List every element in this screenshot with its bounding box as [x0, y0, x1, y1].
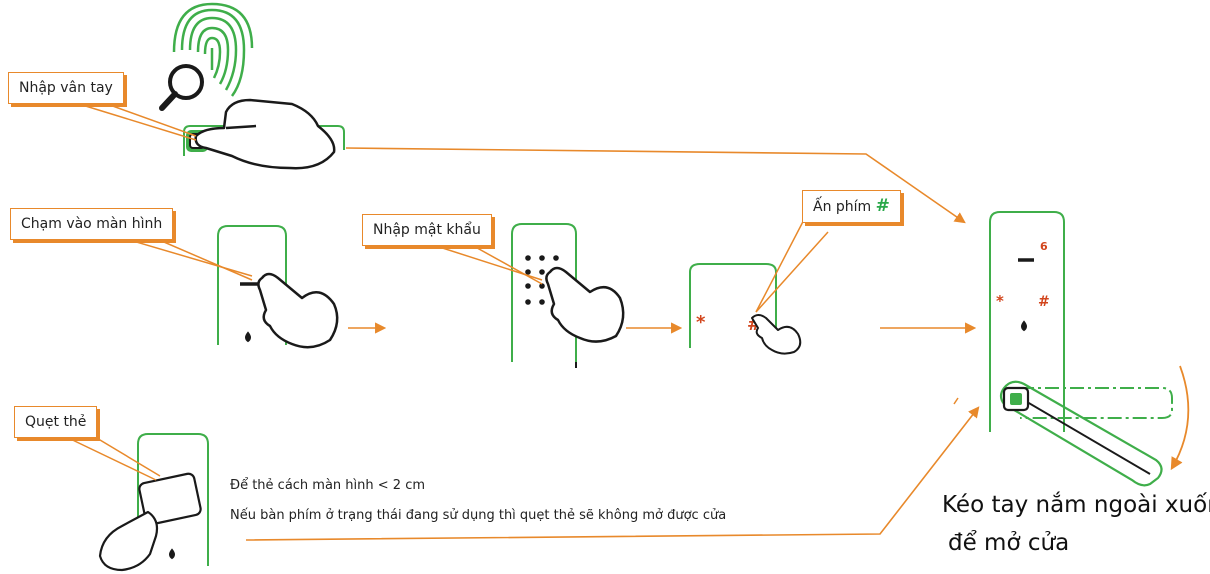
- callout-pointer: [65, 99, 197, 141]
- final-caption-line2: để mở cửa: [948, 530, 1070, 556]
- pointer-line: [755, 231, 829, 313]
- touch-device: [217, 225, 287, 345]
- hash-key: #: [1038, 294, 1050, 310]
- callout-pointer: [469, 243, 543, 285]
- star-key: *: [696, 312, 706, 333]
- label-touch-screen: Chạm vào màn hình: [10, 208, 174, 240]
- callout-pointer: [89, 433, 161, 477]
- callout-pointer: [115, 235, 253, 277]
- card-icon: [138, 472, 202, 526]
- keyhole-icon: [1021, 320, 1027, 332]
- hand-icon: [98, 510, 159, 572]
- label-fingerprint: Nhập vân tay: [8, 72, 124, 104]
- press-key-text: Ấn phím: [813, 199, 872, 215]
- six-key: 6: [1040, 240, 1048, 253]
- handle-pulled: [999, 380, 1163, 487]
- note-card-warning: Nếu bàn phím ở trạng thái đang sử dụng t…: [230, 508, 727, 523]
- hand-icon: [751, 314, 802, 355]
- magnifier-icon: [159, 64, 204, 111]
- label-password: Nhập mật khẩu: [362, 214, 492, 246]
- label-press-key: Ấn phím #: [802, 190, 901, 223]
- hand-icon: [257, 272, 339, 349]
- arrow-icon: [245, 406, 980, 541]
- fingerprint-icon: [172, 2, 254, 97]
- card-device: [137, 433, 209, 566]
- final-caption-line1: Kéo tay nắm ngoài xuống: [942, 492, 1210, 518]
- hand-icon: [545, 266, 625, 343]
- door-lock-icon: 6 * #: [989, 211, 1190, 487]
- callout-pointer: [95, 99, 197, 137]
- star-key: *: [996, 292, 1004, 310]
- keyhole-icon: [169, 548, 175, 560]
- handle-rest: [1020, 387, 1173, 419]
- pointer-line: [755, 211, 809, 313]
- keyhole-icon: [245, 331, 251, 343]
- callout-pointer: [59, 433, 157, 481]
- arrow-icon: [345, 147, 966, 224]
- rotate-arrow: [1170, 365, 1190, 471]
- hand-icon: [194, 98, 336, 170]
- label-swipe-card: Quẹt thẻ: [14, 406, 98, 438]
- press-key-symbol: #: [875, 196, 890, 216]
- note-card-distance: Để thẻ cách màn hình < 2 cm: [230, 478, 426, 493]
- callout-pointer: [149, 235, 253, 281]
